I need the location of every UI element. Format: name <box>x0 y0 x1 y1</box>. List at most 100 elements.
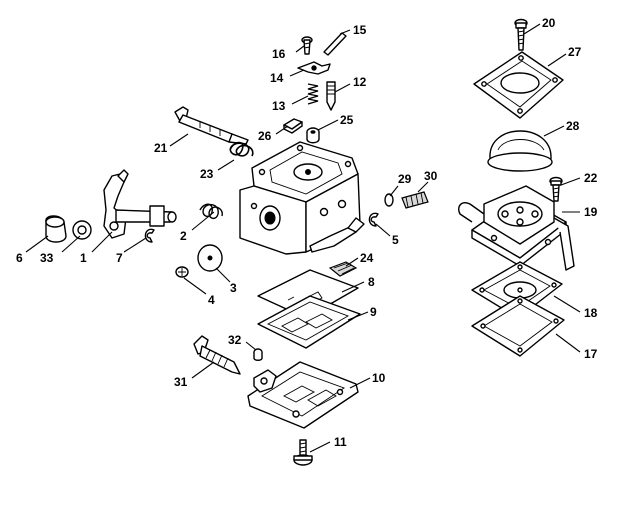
part-20-screw <box>514 18 528 51</box>
leader-9 <box>347 311 369 321</box>
part-15-pin <box>323 32 347 56</box>
callout-21: 21 <box>154 141 168 155</box>
callout-27: 27 <box>568 45 582 59</box>
part-3-valve-disc <box>197 244 223 272</box>
callout-18: 18 <box>584 306 598 320</box>
leader-8 <box>341 281 365 293</box>
callout-8: 8 <box>368 275 375 289</box>
callout-23: 23 <box>200 167 214 181</box>
callout-13: 13 <box>272 99 286 113</box>
leader-1 <box>91 231 113 253</box>
leader-17 <box>555 333 581 353</box>
callout-9: 9 <box>370 305 377 319</box>
callout-26: 26 <box>258 129 272 143</box>
leader-12 <box>334 83 351 93</box>
callout-labels: 20 27 28 22 19 18 17 16 15 14 13 12 26 2… <box>16 16 598 449</box>
callout-22: 22 <box>584 171 598 185</box>
part-30-screen <box>401 191 429 209</box>
callout-1: 1 <box>80 251 87 265</box>
leader-24 <box>345 257 359 267</box>
leader-2 <box>191 211 215 231</box>
part-4-screw <box>175 266 189 278</box>
part-9-gasket <box>257 295 361 349</box>
leader-14 <box>289 69 305 77</box>
callout-29: 29 <box>398 172 412 186</box>
part-1-throttle-lever <box>103 169 177 239</box>
part-32-bushing <box>253 348 263 361</box>
leader-22 <box>560 177 581 186</box>
leader-15 <box>339 29 351 35</box>
callout-6: 6 <box>16 251 23 265</box>
leader-25 <box>317 119 339 131</box>
part-23-spring <box>229 141 254 157</box>
callout-11: 11 <box>334 435 347 449</box>
part-12-inlet-needle <box>326 81 336 111</box>
leader-13 <box>291 95 309 105</box>
callout-17: 17 <box>584 347 598 361</box>
part-25-sleeve <box>306 127 320 144</box>
callout-24: 24 <box>360 251 374 265</box>
callout-31: 31 <box>174 375 188 389</box>
callout-3: 3 <box>230 281 237 295</box>
part-17-diaphragm <box>471 295 565 357</box>
callout-4: 4 <box>208 293 215 307</box>
part-13-spring <box>307 83 319 105</box>
callout-30: 30 <box>424 169 438 183</box>
part-22-screw <box>549 176 563 202</box>
part-16-screw <box>301 36 313 55</box>
leader-11 <box>309 441 331 453</box>
part-24-pad <box>328 261 358 277</box>
leader-28 <box>543 125 565 137</box>
leader-20 <box>523 23 541 35</box>
part-27-pump-cover <box>473 51 564 119</box>
leader-18 <box>553 295 581 313</box>
carburetor-body <box>239 141 365 255</box>
part-7-e-clip <box>144 228 155 243</box>
callout-16: 16 <box>272 47 286 61</box>
leader-30 <box>417 181 429 193</box>
callout-5: 5 <box>392 233 399 247</box>
leader-6 <box>25 235 49 253</box>
part-29-o-ring <box>384 193 394 207</box>
leader-16 <box>295 45 305 53</box>
part-21-throttle-shaft <box>174 106 249 145</box>
part-5-e-clip <box>368 212 379 227</box>
part-14-control-lever <box>297 61 331 75</box>
callout-19: 19 <box>584 205 598 219</box>
callout-20: 20 <box>542 16 556 30</box>
part-31-adjusting-screw <box>193 335 241 375</box>
part-26-block <box>283 118 303 134</box>
part-18-gasket <box>471 261 563 319</box>
leader-5 <box>375 223 391 237</box>
leader-27 <box>547 53 567 67</box>
part-6-sleeve <box>45 215 67 243</box>
leader-32 <box>245 341 257 351</box>
part-2-spring <box>199 203 223 220</box>
callout-2: 2 <box>180 229 187 243</box>
leader-7 <box>123 237 147 253</box>
part-33-washer <box>72 220 92 240</box>
leader-10 <box>349 377 371 389</box>
part-10-metering-cover <box>247 361 359 429</box>
leader-lines <box>25 23 581 453</box>
callout-33: 33 <box>40 251 54 265</box>
callout-7: 7 <box>116 251 123 265</box>
callout-28: 28 <box>566 119 580 133</box>
leader-29 <box>389 185 399 197</box>
callout-10: 10 <box>372 371 386 385</box>
part-11-screw <box>293 439 313 466</box>
part-19-pump-body <box>458 185 575 271</box>
part-28-primer-bulb <box>487 130 553 172</box>
callout-25: 25 <box>340 113 354 127</box>
leader-26 <box>275 125 289 135</box>
callout-12: 12 <box>353 75 367 89</box>
callout-15: 15 <box>353 23 367 37</box>
callout-32: 32 <box>228 333 242 347</box>
callout-14: 14 <box>270 71 284 85</box>
leader-23 <box>217 159 235 171</box>
leader-33 <box>61 235 81 253</box>
leader-4 <box>183 277 207 295</box>
leader-3 <box>215 267 231 283</box>
